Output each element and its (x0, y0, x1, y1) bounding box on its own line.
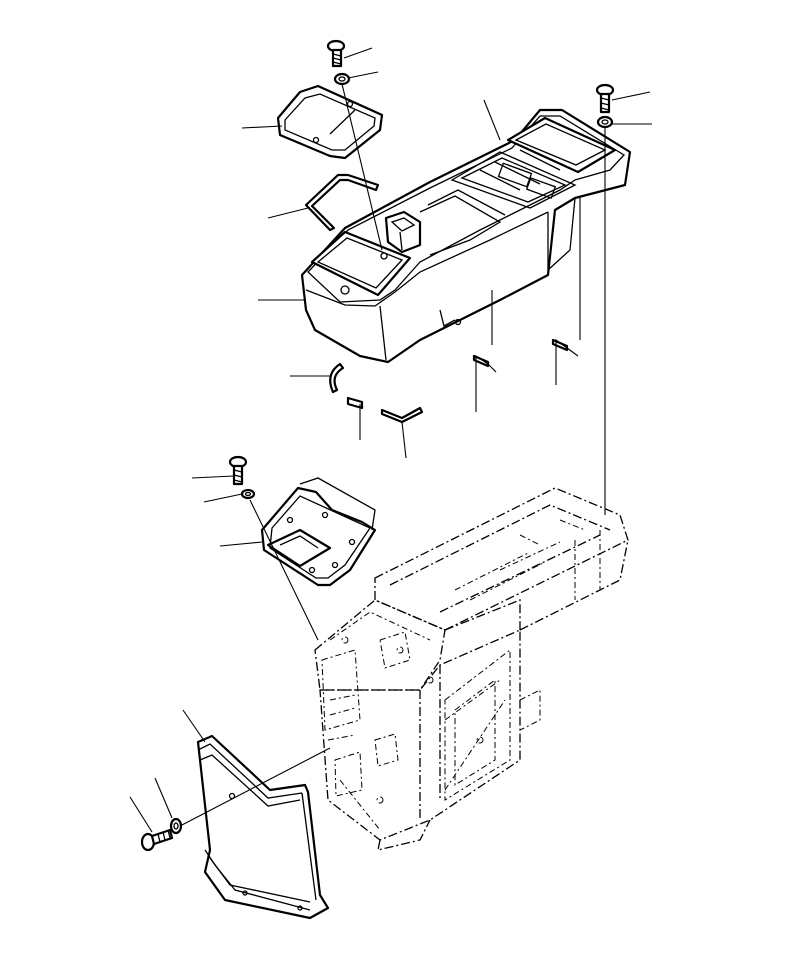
bracket-plate (260, 477, 377, 587)
callout-leaders (129, 47, 652, 833)
lid (276, 84, 384, 160)
console-box (300, 108, 632, 364)
lower-cover (196, 734, 330, 920)
clip-left (329, 362, 345, 394)
center-lines (179, 83, 606, 827)
pin-b (551, 338, 569, 352)
washer-top-left (333, 72, 351, 86)
frame-dashed (314, 487, 629, 851)
washer-bottom (169, 817, 183, 835)
washer-mid (240, 488, 256, 500)
clip-small (346, 396, 364, 410)
washer-top-right (596, 115, 614, 129)
bolt-mid (228, 455, 248, 486)
pin-a (472, 354, 490, 368)
clip-v (380, 406, 424, 424)
bolt-top-right (595, 83, 615, 114)
bolt-top-left (326, 39, 346, 68)
seal-strip (304, 173, 380, 232)
bolt-bottom (140, 828, 174, 852)
